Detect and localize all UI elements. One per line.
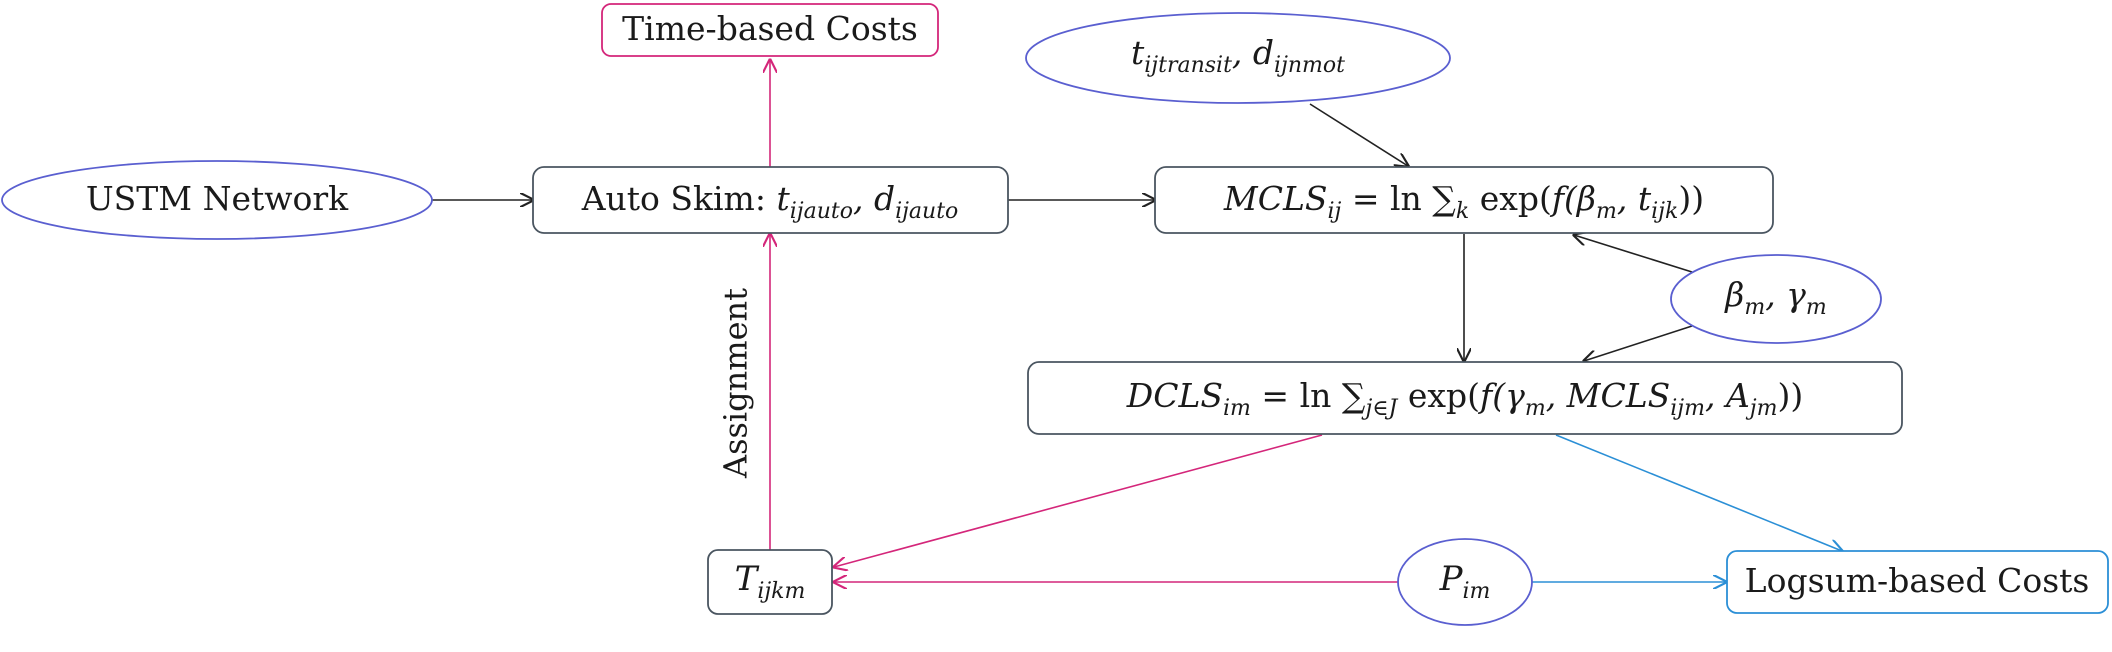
edge-dcls-to-logsum <box>1555 434 1842 551</box>
logsum-based-costs-label: Logsum-based Costs <box>1745 561 2090 600</box>
beta-gamma-label: βm, γm <box>1723 275 1827 320</box>
node-mcls: MCLSij = ln ∑k exp(f(βm, tijk)) <box>1154 166 1774 234</box>
node-dcls: DCLSim = ln ∑j∈J exp(f(γm, MCLSijm, Ajm)… <box>1027 361 1903 435</box>
edge-dcls-to-tijkm <box>834 434 1323 567</box>
edge-label-assignment: Assignment <box>717 288 755 479</box>
node-logsum-based-costs: Logsum-based Costs <box>1726 550 2109 614</box>
edge-betagamma-to-dcls <box>1584 325 1693 361</box>
pim-label: Pim <box>1439 559 1491 604</box>
auto-skim-label: Auto Skim: tijauto, dijauto <box>581 179 959 224</box>
node-time-based-costs: Time-based Costs <box>601 3 939 57</box>
node-pim: Pim <box>1397 538 1533 626</box>
tijkm-label: Tijkm <box>735 559 806 604</box>
mcls-formula: MCLSij = ln ∑k exp(f(βm, tijk)) <box>1223 179 1704 224</box>
edge-betagamma-to-mcls <box>1574 235 1693 273</box>
node-beta-gamma: βm, γm <box>1670 254 1882 344</box>
dcls-formula: DCLSim = ln ∑j∈J exp(f(γm, MCLSijm, Ajm)… <box>1126 376 1803 421</box>
node-transit-inputs: tijtransit, dijnmot <box>1025 12 1451 104</box>
node-tijkm: Tijkm <box>707 549 833 615</box>
time-based-costs-label: Time-based Costs <box>622 9 918 48</box>
node-ustm-network: USTM Network <box>1 160 433 240</box>
ustm-network-label: USTM Network <box>86 179 349 218</box>
node-auto-skim: Auto Skim: tijauto, dijauto <box>532 166 1009 234</box>
edge-transit-to-mcls <box>1309 103 1408 166</box>
transit-inputs-label: tijtransit, dijnmot <box>1131 33 1345 78</box>
